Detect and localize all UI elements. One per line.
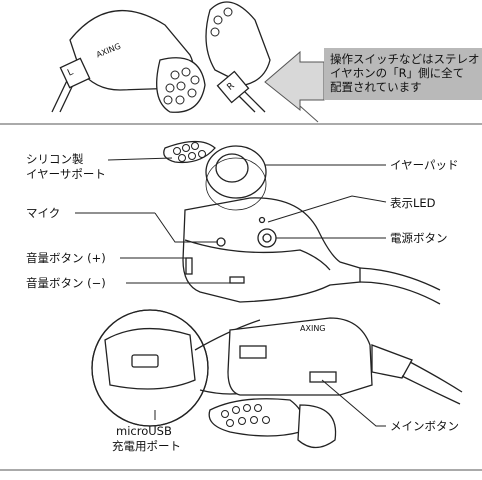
bottom-leader-lines (154, 379, 386, 427)
power-button-label: 電源ボタン (390, 231, 448, 245)
brand-mark-bottom: AXING (300, 324, 326, 333)
note-line-1: 操作スイッチなどはステレオ (330, 52, 480, 66)
silicone-support-label-1: シリコン製 (26, 152, 84, 166)
right-earphone-drawing (205, 1, 271, 113)
silicone-support-label-2: イヤーサポート (26, 167, 106, 181)
usb-detail-drawing (91, 309, 463, 449)
leader-lines (75, 157, 387, 284)
note-line-3: 配置されています (330, 80, 422, 94)
callout-arrow (264, 50, 325, 112)
note-line-2: イヤホンの「R」側に全て (330, 66, 465, 80)
led-label: 表示LED (390, 196, 436, 210)
volume-up-label: 音量ボタン (+) (26, 251, 106, 265)
volume-down-label: 音量ボタン (−) (26, 276, 106, 290)
usb-port-label-2: 充電用ポート (112, 439, 181, 453)
r-side-note: 操作スイッチなどはステレオ イヤホンの「R」側に全て 配置されています (324, 48, 482, 100)
mic-label: マイク (26, 206, 61, 220)
main-earphone-drawing (163, 140, 441, 305)
usb-port-label-1: microUSB (116, 424, 172, 438)
ear-pad-label: イヤーパッド (390, 158, 459, 172)
main-button-label: メインボタン (390, 419, 459, 433)
left-earphone-drawing (51, 10, 206, 113)
